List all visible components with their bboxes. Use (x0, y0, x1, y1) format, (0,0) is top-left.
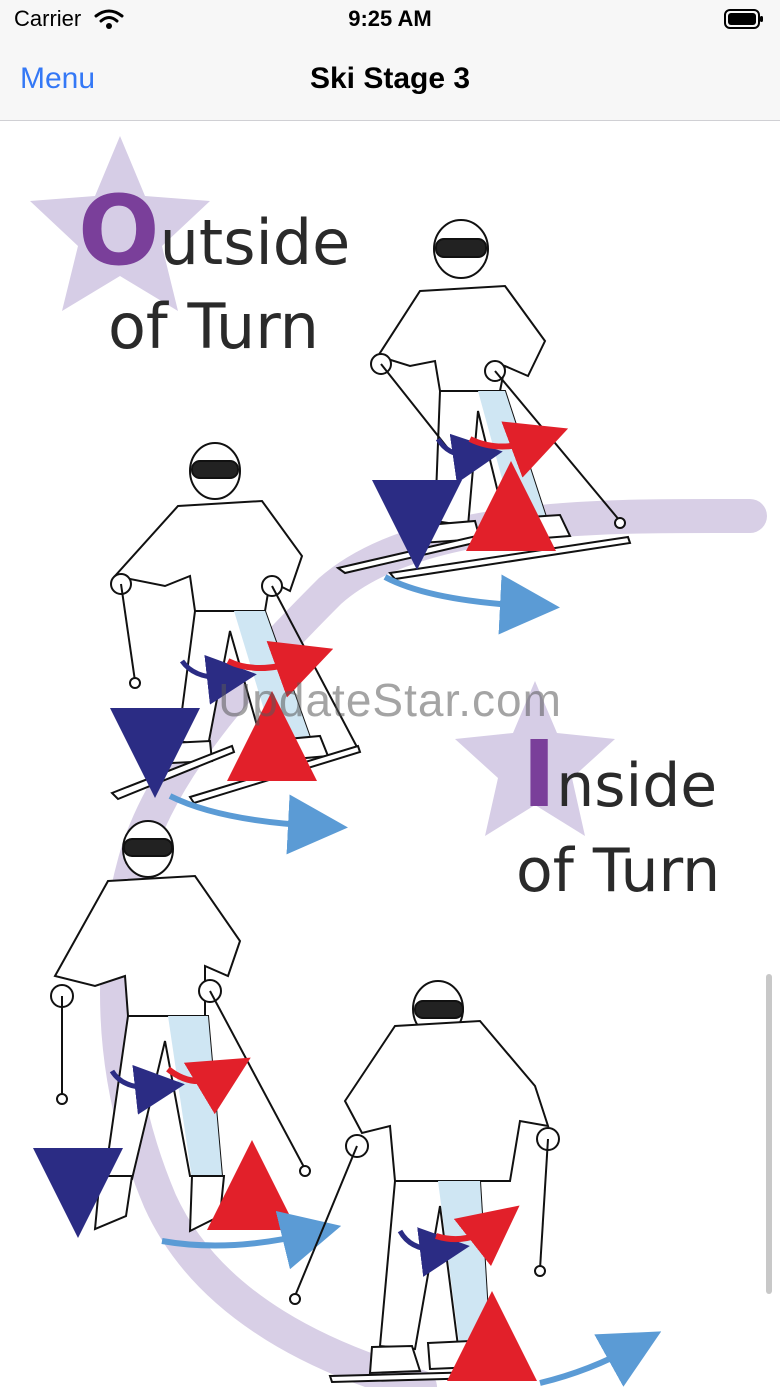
heading-inside-initial: I (522, 721, 557, 828)
heading-inside-rest: nside (556, 751, 718, 821)
ski-technique-illustration (30, 136, 767, 1387)
battery-icon (724, 9, 763, 29)
skier-lower-left (50, 820, 311, 1233)
status-bar: Carrier 9:25 AM (0, 0, 780, 40)
wifi-icon (94, 9, 124, 29)
skier-bottom-center (289, 980, 560, 1384)
page-title: Ski Stage 3 (309, 62, 471, 95)
heading-outside-initial: O (78, 175, 160, 287)
heading-inside-line2: of Turn (516, 836, 721, 906)
heading-outside-line2: of Turn (108, 290, 319, 363)
illustration-view[interactable]: Outside of Turn Inside of Turn UpdateSta… (0, 121, 780, 1387)
skier-middle-left (110, 442, 362, 805)
watermark-text: UpdateStar.com (218, 674, 562, 726)
menu-back-button[interactable]: Menu (20, 62, 96, 95)
heading-outside-rest: utside (159, 206, 351, 279)
heading-outside-of-turn: Outside (78, 183, 350, 279)
heading-inside-of-turn: Inside (522, 729, 717, 821)
status-time: 9:25 AM (348, 6, 432, 31)
carrier-label: Carrier (14, 6, 82, 31)
inside-star-shape (455, 681, 615, 836)
outside-star-shape (30, 136, 210, 311)
navigation-bar: Menu Ski Stage 3 (0, 40, 780, 121)
vertical-scrollbar[interactable] (766, 974, 772, 1294)
